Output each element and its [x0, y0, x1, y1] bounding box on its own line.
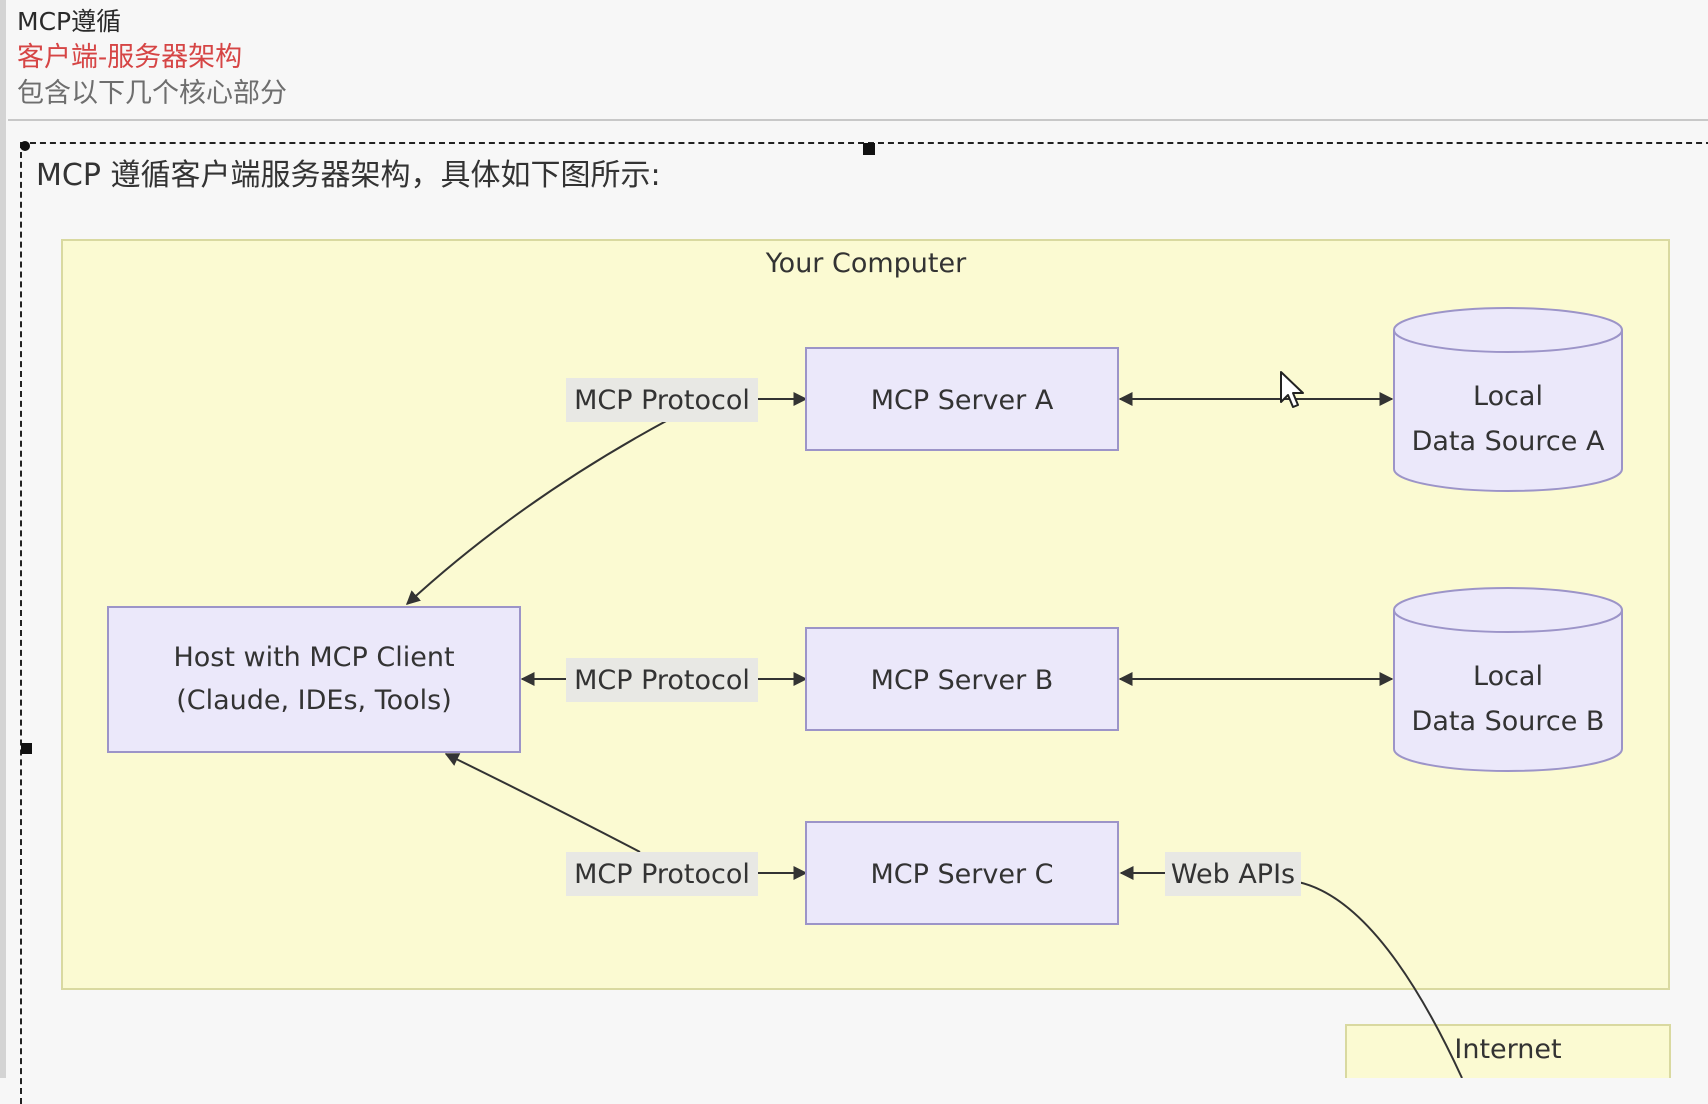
resize-handle-top[interactable] — [863, 143, 875, 155]
diagram-caption: MCP 遵循客户端服务器架构，具体如下图所示: — [36, 158, 661, 193]
note-highlight: 客户端-服务器架构 — [17, 42, 243, 73]
server-b-label: MCP Server B — [871, 665, 1054, 696]
protocol-label-a-bg — [566, 378, 758, 422]
web-apis-label: Web APIs — [1171, 859, 1295, 890]
server-a-label: MCP Server A — [871, 385, 1054, 416]
protocol-label-b-bg — [566, 658, 758, 702]
notes-panel: MCP遵循 客户端-服务器架构 包含以下几个核心部分 — [17, 4, 287, 112]
web-apis-label-bg — [1165, 852, 1301, 896]
edge-internet-to-webapis — [1297, 881, 1463, 1078]
server-b-node — [805, 627, 1119, 731]
server-c-node — [805, 821, 1119, 925]
note-body: 包含以下几个核心部分 — [17, 78, 287, 109]
protocol-label-b: MCP Protocol — [574, 665, 750, 696]
data-source-b-line2: Data Source B — [1412, 706, 1605, 737]
host-node — [107, 606, 521, 753]
host-title: Host with MCP Client — [173, 642, 454, 673]
protocol-label-c: MCP Protocol — [574, 859, 750, 890]
data-source-b-node — [1393, 587, 1623, 772]
host-subtitle: (Claude, IDEs, Tools) — [176, 685, 452, 716]
data-source-b-line1: Local — [1473, 661, 1543, 692]
protocol-label-c-bg — [566, 852, 758, 896]
group-internet — [1345, 1024, 1671, 1078]
protocol-label-a: MCP Protocol — [574, 385, 750, 416]
note-title: MCP遵循 — [17, 7, 122, 36]
server-a-node — [805, 347, 1119, 451]
data-source-a-node — [1393, 307, 1623, 492]
left-edge-bar — [0, 0, 6, 1078]
resize-handle-top-left[interactable] — [20, 141, 30, 151]
edge-protocol-a-to-host — [405, 419, 669, 605]
internet-label: Internet — [1454, 1034, 1561, 1065]
architecture-diagram: Your Computer Internet Host with MCP Cli… — [61, 239, 1671, 1078]
edge-protocol-c-to-host — [444, 753, 641, 853]
server-c-label: MCP Server C — [871, 859, 1054, 890]
data-source-a-line1: Local — [1473, 381, 1543, 412]
data-source-a-line2: Data Source A — [1412, 426, 1605, 457]
group-label: Your Computer — [765, 248, 967, 279]
divider — [8, 119, 1708, 121]
resize-handle-left[interactable] — [21, 743, 32, 754]
mouse-pointer-icon — [1280, 371, 1304, 408]
